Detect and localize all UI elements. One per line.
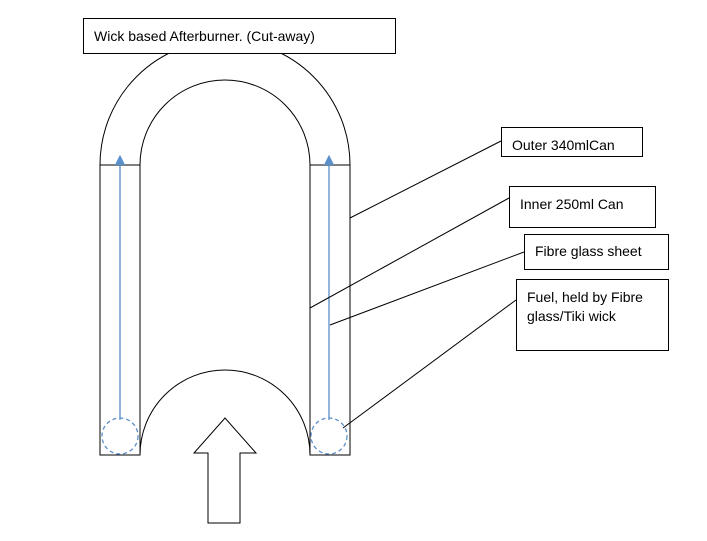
right-fuel-circle-icon bbox=[310, 417, 348, 455]
leader-line-outer-can bbox=[349, 140, 502, 219]
diagram-title: Wick based Afterburner. (Cut-away) bbox=[83, 18, 396, 54]
left-fuel-circle-icon bbox=[101, 417, 139, 455]
leader-line-fibre-glass bbox=[329, 251, 525, 326]
label-fuel-wick: Fuel, held by Fibre glass/Tiki wick bbox=[516, 279, 669, 351]
leader-line-fuel bbox=[342, 299, 517, 429]
label-inner-can: Inner 250ml Can bbox=[509, 186, 656, 228]
inlet-arch bbox=[139, 369, 311, 456]
inner-can-dome bbox=[139, 79, 311, 166]
airflow-up-arrow-icon bbox=[192, 417, 258, 524]
label-outer-can: Outer 340mlCan bbox=[501, 127, 643, 157]
leader-line-inner-can bbox=[309, 197, 510, 309]
label-fibre-glass-sheet: Fibre glass sheet bbox=[524, 234, 669, 270]
right-wall bbox=[309, 164, 351, 456]
outer-can-dome bbox=[99, 39, 351, 166]
